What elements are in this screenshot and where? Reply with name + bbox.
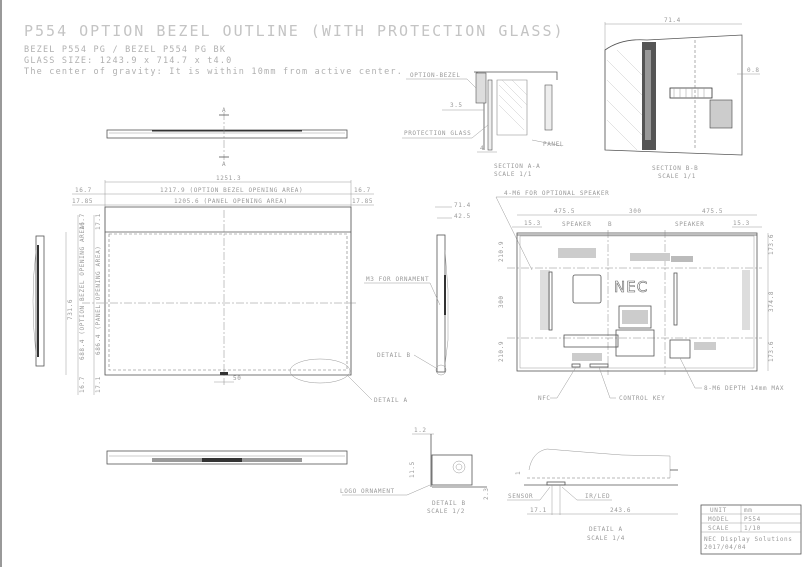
dim-v-top-17-1: 17.1	[95, 213, 102, 230]
dim-v-right-mid: 374.8	[768, 291, 775, 312]
model-label: MODEL	[708, 516, 729, 523]
label-speaker-right: SPEAKER	[675, 221, 705, 228]
label-option-bezel: OPTION-BEZEL	[410, 72, 461, 79]
dim-243-6: 243.6	[610, 507, 631, 514]
dim-0-8: 0.8	[747, 67, 760, 74]
section-b-b-title: SECTION B-B	[652, 165, 698, 172]
dim-sensor-50: 50	[233, 375, 241, 382]
label-sensor: SENSOR	[508, 493, 533, 500]
detail-b-scale: SCALE 1/2	[427, 508, 465, 515]
dim-right-16-7: 16.7	[354, 187, 371, 194]
section-b-b: 71.4 0.8 SECTION B-B SCALE 1/1	[604, 17, 760, 180]
section-a-a-title: SECTION A-A	[494, 163, 540, 170]
dim-3-5: 3.5	[450, 102, 463, 109]
dim-depth-42-5: 42.5	[454, 213, 471, 220]
dim-depth-71-4: 71.4	[454, 202, 471, 209]
label-speaker-left: SPEAKER	[562, 221, 592, 228]
dim-rear-right: 475.5	[702, 208, 723, 215]
dim-bezel-opening: 1217.9 (OPTION BEZEL OPENING AREA)	[160, 187, 303, 194]
bottom-view	[106, 450, 348, 465]
dim-overall-width: 1251.3	[216, 175, 241, 182]
label-protection-glass: PROTECTION GLASS	[404, 130, 471, 137]
dim-right-17-85: 17.85	[352, 198, 373, 205]
unit-label: UNIT	[710, 507, 727, 514]
drawing-title: P554 OPTION BEZEL OUTLINE (WITH PROTECTI…	[24, 22, 565, 40]
title-block: UNIT mm MODEL P554 SCALE 1/10 NEC Displa…	[700, 504, 802, 555]
marker-b: B	[608, 221, 612, 228]
label-nfc: NFC	[538, 395, 551, 402]
dim-v-bot-16-7: 16.7	[79, 376, 86, 393]
model-line: BEZEL P554 PG / BEZEL P554 PG BK	[24, 45, 226, 55]
label-logo-ornament: LOGO ORNAMENT	[340, 488, 395, 495]
top-view: A A	[106, 107, 348, 168]
date: 2017/04/04	[704, 544, 746, 551]
front-view: 1251.3 16.7 1217.9 (OPTION BEZEL OPENING…	[65, 175, 408, 404]
model-value: P554	[744, 516, 761, 523]
gravity-note: The center of gravity: It is within 10mm…	[24, 67, 403, 77]
label-control-key: CONTROL KEY	[619, 395, 665, 402]
cut-label-bottom: A	[222, 161, 226, 168]
dim-edge-left: 15.3	[524, 220, 541, 227]
label-m6-depth: 8-M6 DEPTH 14mm MAX	[704, 385, 784, 392]
dim-v-right-top: 173.6	[768, 234, 775, 255]
dim-71-4: 71.4	[664, 17, 681, 24]
label-detail-a: DETAIL A	[374, 397, 408, 404]
dim-rear-center: 300	[629, 208, 642, 215]
dim-11-5: 11.5	[409, 461, 416, 478]
dim-left-17-85: 17.85	[72, 198, 93, 205]
section-a-a: OPTION-BEZEL 3.5 PROTECTION GLASS 4 PANE…	[402, 71, 564, 178]
dim-17-1: 17.1	[530, 507, 547, 514]
dim-height: 731.6	[67, 299, 74, 320]
dim-v-top-16-7: 16.7	[79, 213, 86, 230]
dim-1-2: 1.2	[414, 427, 427, 434]
label-ir-led: IR/LED	[585, 493, 610, 500]
dim-left-16-7: 16.7	[75, 187, 92, 194]
dim-1: 1	[515, 471, 522, 475]
nec-logo: NEC	[614, 278, 648, 296]
dim-v-right-bot: 173.6	[768, 341, 775, 362]
detail-a: 1 SENSOR IR/LED 17.1 243.6 DETAIL A SCAL…	[507, 448, 678, 542]
section-a-a-scale: SCALE 1/1	[494, 171, 532, 178]
label-panel: PANEL	[543, 141, 564, 148]
rear-view: 4-M6 FOR OPTIONAL SPEAKER 475.5 300 475.…	[495, 190, 784, 402]
dim-v-bezel-opening: 688.4 (OPTION BEZEL OPENING AREA)	[79, 221, 86, 360]
detail-b: 1.2 11.5 2.3 LOGO ORNAMENT DETAIL B SCAL…	[340, 427, 490, 515]
right-side-view: 71.4 42.5 M3 FOR ORNAMENT DETAIL B	[364, 202, 471, 376]
dim-v-left-mid: 300	[498, 295, 505, 308]
section-b-b-scale: SCALE 1/1	[658, 173, 696, 180]
detail-b-title: DETAIL B	[432, 500, 466, 507]
scale-label: SCALE	[708, 525, 729, 532]
dim-rear-left: 475.5	[554, 208, 575, 215]
glass-size: GLASS SIZE: 1243.9 x 714.7 x t4.0	[24, 56, 232, 66]
label-m3-ornament: M3 FOR ORNAMENT	[366, 276, 429, 283]
dim-edge-right: 15.3	[733, 220, 750, 227]
dim-v-bot-17-1: 17.1	[95, 376, 102, 393]
company: NEC Display Solutions	[704, 536, 792, 543]
unit-value: mm	[744, 507, 752, 514]
dim-2-3: 2.3	[483, 487, 490, 500]
detail-a-title: DETAIL A	[589, 526, 623, 533]
dim-v-left-bot: 210.9	[498, 341, 505, 362]
scale-value: 1/10	[744, 525, 761, 532]
detail-a-scale: SCALE 1/4	[587, 535, 625, 542]
cut-label-top: A	[222, 107, 226, 114]
label-detail-b: DETAIL B	[377, 352, 411, 359]
dim-4: 4	[480, 145, 484, 152]
dim-v-left-top: 210.9	[498, 241, 505, 262]
dim-v-panel-opening: 686.4 (PANEL OPENING AREA)	[95, 245, 102, 355]
label-optional-speaker: 4-M6 FOR OPTIONAL SPEAKER	[504, 190, 609, 197]
dim-panel-opening: 1205.6 (PANEL OPENING AREA)	[174, 198, 288, 205]
left-side-view	[32, 235, 45, 367]
